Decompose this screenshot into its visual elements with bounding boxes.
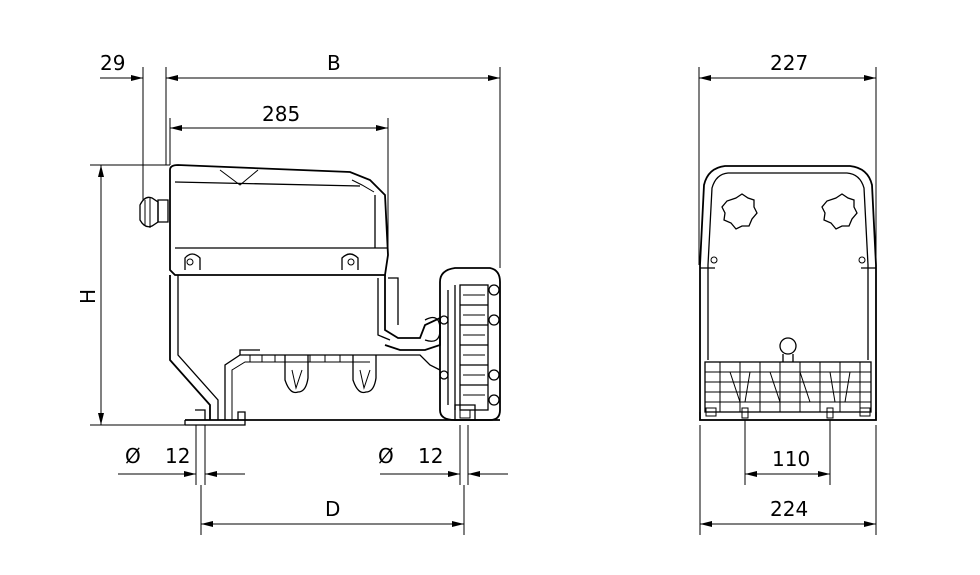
fan-assembly: [424, 267, 501, 421]
dimension-224: 224: [699, 425, 877, 535]
dim-label-110: 110: [772, 447, 810, 471]
diameter-symbol-right: Ø: [378, 444, 394, 468]
dim-label-227: 227: [770, 51, 808, 75]
dimension-bolt-left: Ø 12: [118, 425, 245, 485]
diameter-symbol-left: Ø: [125, 444, 141, 468]
dim-label-bolt-right: 12: [418, 444, 443, 468]
front-housing: [699, 165, 877, 421]
dim-label-bolt-left: 12: [165, 444, 190, 468]
front-view: 227 110 224: [698, 51, 877, 535]
dim-label-224: 224: [770, 497, 808, 521]
dimension-110: 110: [744, 420, 831, 485]
dim-label-B: B: [327, 51, 341, 75]
dimension-bolt-right: Ø 12: [378, 425, 508, 485]
star-knob-left: [721, 193, 758, 230]
dimension-B: B: [166, 51, 501, 268]
dim-label-H: H: [76, 289, 100, 304]
dimension-H: H: [76, 164, 185, 426]
pump-body: [169, 275, 500, 426]
dimension-29: 29: [100, 51, 178, 200]
side-view: 29 B 285 H: [76, 51, 508, 535]
dim-label-D: D: [325, 497, 340, 521]
dimension-D: D: [200, 485, 465, 535]
star-knob-right: [821, 193, 858, 230]
motor-housing: [169, 164, 389, 276]
dim-label-29: 29: [100, 51, 125, 75]
adjustment-knob: [139, 196, 169, 228]
dim-label-285: 285: [262, 102, 300, 126]
dimension-285: 285: [169, 102, 389, 255]
dimension-227: 227: [698, 51, 877, 265]
